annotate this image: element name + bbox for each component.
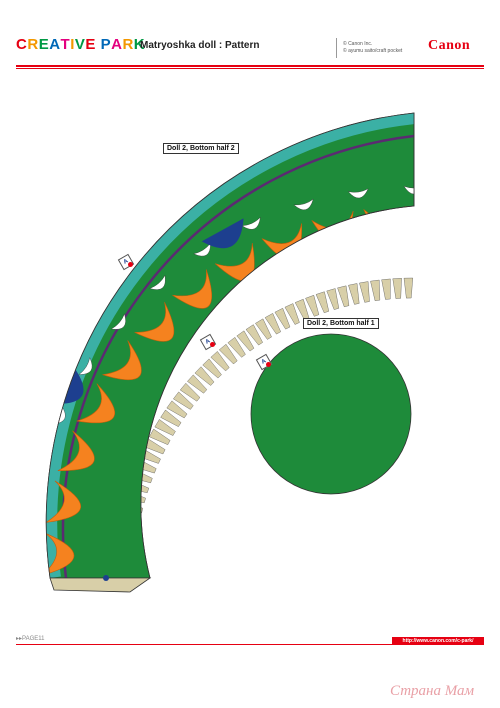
header-divider: [336, 38, 337, 58]
logo-letter: A: [111, 36, 123, 53]
white-crescent-motif: [78, 357, 93, 375]
end-tab: [49, 577, 152, 593]
doll-2-bottom-half-1-circle: [250, 333, 412, 495]
watermark-text: Страна Мам: [390, 683, 475, 699]
glue-tab: [245, 324, 263, 346]
glue-tab: [315, 291, 330, 314]
page-number: ▸▸PAGE11: [16, 636, 45, 642]
glue-tab: [264, 313, 281, 335]
orange-petal-motif: [134, 302, 175, 342]
logo-letter: I: [70, 36, 75, 53]
marker-dot: [128, 262, 133, 267]
copyright-line-2: © ayumu saito/craft pocket: [343, 48, 403, 54]
orange-petal-motif: [214, 242, 255, 282]
glue-tab: [187, 374, 208, 394]
orange-petal-motif: [102, 340, 142, 381]
logo-letter: V: [74, 36, 86, 53]
navy-arc-motif: [201, 218, 244, 249]
orange-petal-motif: [172, 269, 213, 309]
header-rule-thin: [16, 68, 484, 69]
glue-tab: [370, 279, 381, 301]
white-crescent-motif: [403, 185, 414, 195]
page-header: CREATIVE PARK Matryoshka doll : Pattern …: [0, 0, 500, 68]
glue-tab: [194, 366, 215, 386]
white-crescent-motif: [293, 198, 314, 211]
glue-tab: [392, 278, 402, 299]
logo-letter: K: [133, 36, 146, 53]
glue-tab: [255, 318, 272, 340]
document-title: Matryoshka doll : Pattern: [140, 40, 260, 51]
glue-tab: [359, 281, 370, 303]
logo-letter: T: [60, 36, 71, 53]
label-bottom-half-1: Doll 2, Bottom half 1: [303, 318, 379, 329]
glue-tab: [218, 343, 238, 365]
glue-tab: [210, 351, 230, 372]
glue-tab: [149, 428, 171, 445]
marker-dot: [266, 362, 271, 367]
glue-tab: [154, 419, 176, 436]
logo-letter: P: [100, 36, 112, 53]
glue-tab: [337, 285, 350, 308]
white-crescent-motif: [241, 216, 261, 230]
creative-park-logo: CREATIVE PARK: [16, 36, 145, 53]
glue-tab: [403, 277, 414, 299]
glue-tab: [160, 409, 182, 427]
glue-tab: [381, 278, 391, 300]
orange-petal-motif: [76, 383, 115, 424]
glue-tab: [179, 382, 201, 402]
header-rule: [16, 65, 484, 67]
white-crescent-motif: [25, 512, 34, 532]
glue-tab: [236, 330, 255, 352]
glue-tab: [227, 337, 246, 358]
canon-logo: Canon: [428, 38, 471, 53]
glue-tab: [166, 400, 188, 419]
glue-tab: [326, 288, 340, 310]
orange-petal-motif: [57, 430, 95, 471]
orange-petal-motif: [46, 532, 75, 576]
logo-letter: R: [122, 36, 134, 53]
white-crescent-motif: [149, 274, 166, 290]
footer-rule: [16, 644, 484, 645]
alignment-dot: [103, 575, 109, 581]
label-bottom-half-2: Doll 2, Bottom half 2: [163, 143, 239, 154]
glue-tab: [274, 307, 291, 330]
white-crescent-motif: [110, 313, 126, 330]
logo-letter: R: [27, 36, 39, 53]
white-crescent-motif: [35, 458, 46, 477]
logo-letter: E: [85, 36, 96, 53]
glue-tab: [305, 294, 320, 317]
copyright-notice: © Canon Inc. © ayumu saito/craft pocket: [343, 41, 402, 55]
white-crescent-motif: [347, 188, 369, 199]
glue-tab: [284, 303, 300, 325]
logo-letter: C: [16, 36, 28, 53]
glue-tab: [173, 391, 194, 410]
footer-url-link[interactable]: http://www.canon.com/c-park/: [392, 637, 484, 645]
glue-tab: [348, 283, 360, 305]
marker-dot: [210, 342, 215, 347]
logo-letter: A: [49, 36, 61, 53]
orange-petal-motif: [46, 480, 82, 523]
copyright-line-1: © Canon Inc.: [343, 41, 373, 47]
logo-letter: E: [38, 36, 50, 53]
glue-tab: [202, 358, 222, 379]
